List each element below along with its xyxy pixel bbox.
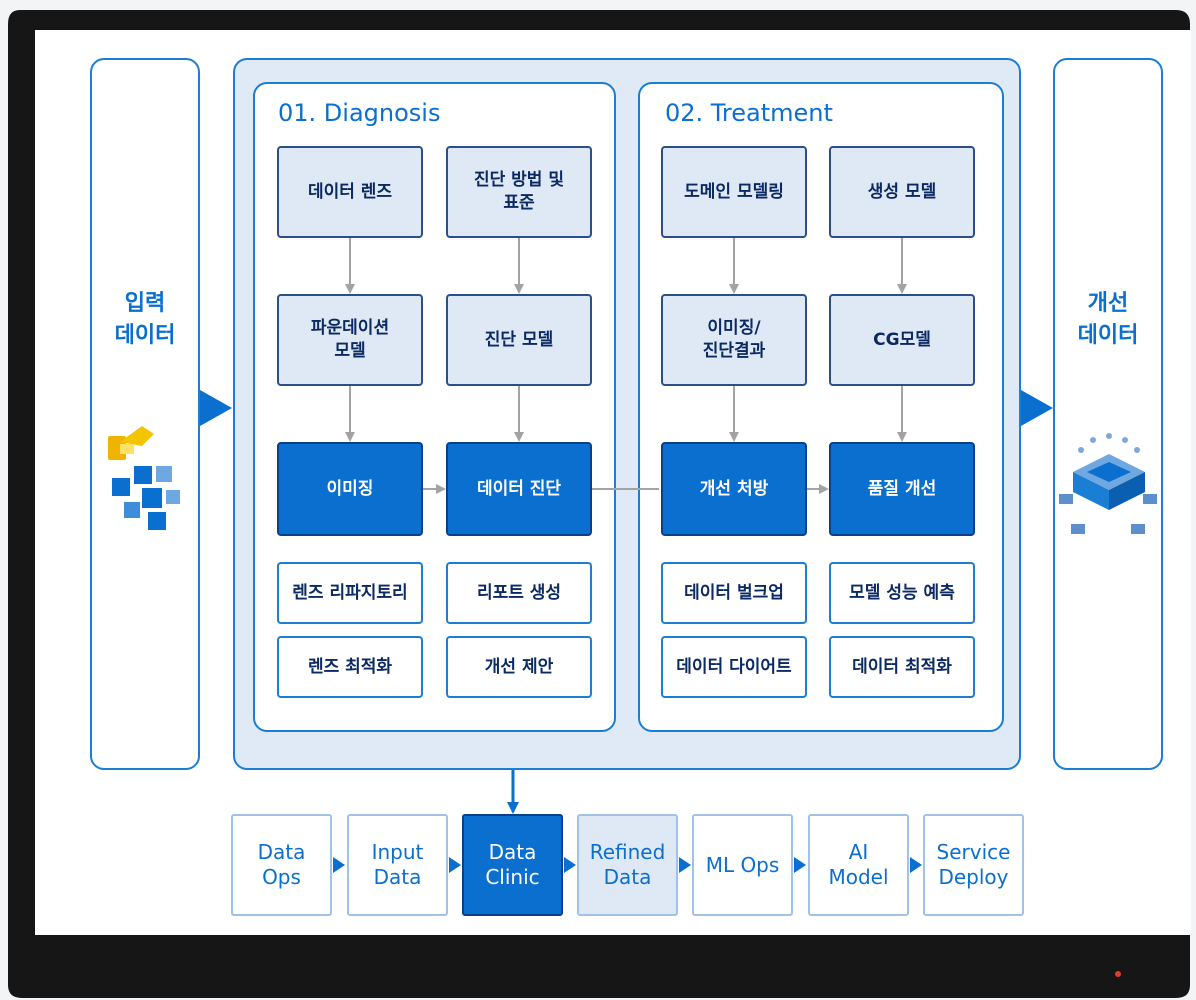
flow-service-deploy: Service Deploy [923, 814, 1024, 916]
diagnosis-method-box: 진단 방법 및 표준 [446, 146, 592, 238]
model-performance-prediction-box: 모델 성능 예측 [829, 562, 975, 624]
data-optimization-box: 데이터 최적화 [829, 636, 975, 698]
foundation-model-box: 파운데이션 모델 [277, 294, 423, 386]
flow-ai-model: AI Model [808, 814, 909, 916]
improved-data-title: 개선 데이터 [1077, 291, 1139, 348]
power-led [1115, 971, 1121, 977]
lens-optimization-box: 렌즈 최적화 [277, 636, 423, 698]
report-generation-box: 리포트 생성 [446, 562, 592, 624]
flow-refined-data: Refined Data [577, 814, 678, 916]
network-cube-icon [1059, 433, 1157, 534]
input-data-panel: 입력 데이터 [90, 58, 200, 770]
flow-input-data: Input Data [347, 814, 448, 916]
lens-repository-box: 렌즈 리파지토리 [277, 562, 423, 624]
improvement-proposal-box: 개선 제안 [446, 636, 592, 698]
imaging-box: 이미징 [277, 442, 423, 536]
improvement-prescription-box: 개선 처방 [661, 442, 807, 536]
imaging-result-box: 이미징/ 진단결과 [661, 294, 807, 386]
data-diet-box: 데이터 다이어트 [661, 636, 807, 698]
data-diagnosis-box: 데이터 진단 [446, 442, 592, 536]
improved-data-panel: 개선 데이터 [1053, 58, 1163, 770]
quality-improvement-box: 품질 개선 [829, 442, 975, 536]
data-bulkup-box: 데이터 벌크업 [661, 562, 807, 624]
flow-ml-ops: ML Ops [692, 814, 793, 916]
input-data-title: 입력 데이터 [114, 291, 176, 348]
diagnosis-title: 01. Diagnosis [278, 99, 441, 127]
domain-modeling-box: 도메인 모델링 [661, 146, 807, 238]
treatment-title: 02. Treatment [665, 99, 833, 127]
flow-data-ops: Data Ops [231, 814, 332, 916]
diagnosis-model-box: 진단 모델 [446, 294, 592, 386]
generative-model-box: 생성 모델 [829, 146, 975, 238]
cg-model-box: CG모델 [829, 294, 975, 386]
data-cubes-icon [108, 426, 180, 530]
flow-data-clinic: Data Clinic [462, 814, 563, 916]
data-lens-box: 데이터 렌즈 [277, 146, 423, 238]
